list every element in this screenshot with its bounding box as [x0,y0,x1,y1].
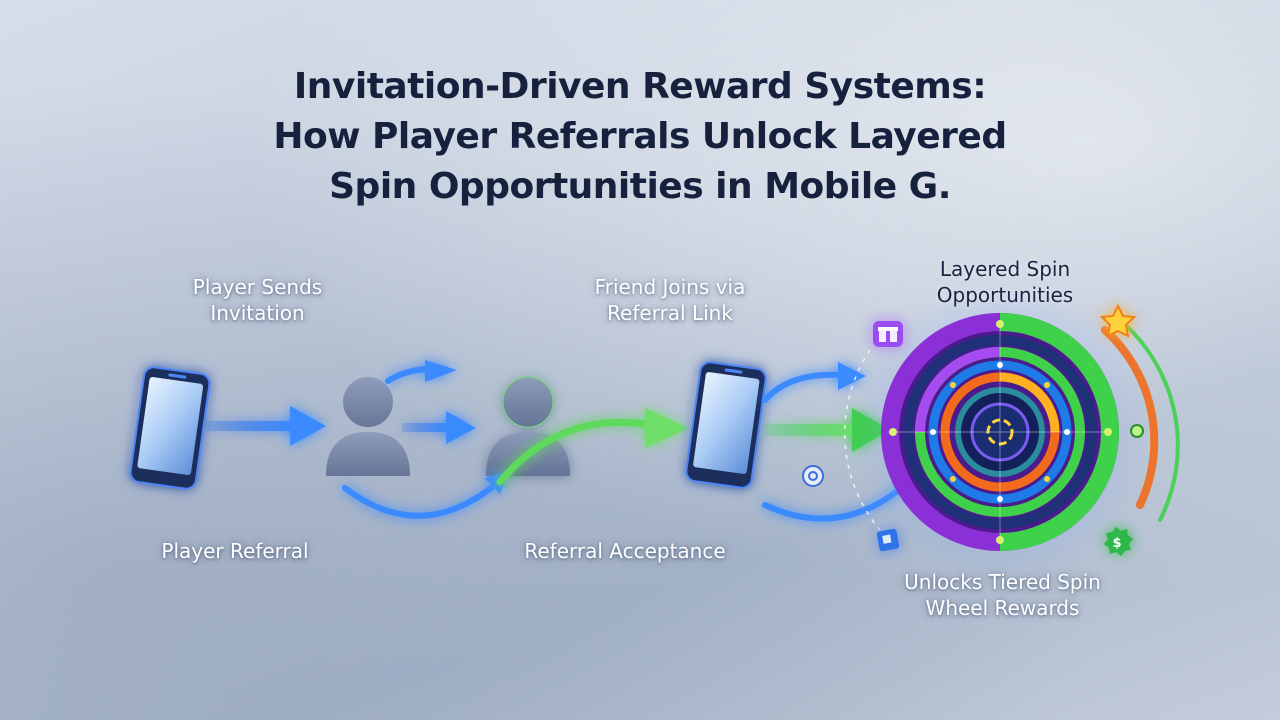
label-friend-joins: Friend Joins via Referral Link [560,274,780,326]
arrow-forward-small-top [385,360,457,384]
phone-icon [685,361,767,489]
svg-text:$: $ [1112,536,1121,551]
user-icon [326,377,410,476]
spin-wheel [843,282,1180,582]
label-line: Referral Link [607,301,733,325]
label-line: Layered Spin [939,257,1071,281]
arrow-curve-blue-top [762,362,866,403]
label-line: Invitation [210,301,305,325]
star-icon [1099,303,1137,338]
label-player-referral: Player Referral [130,538,340,564]
label-player-sends-invitation: Player Sends Invitation [160,274,355,326]
label-line: Player Sends [192,275,323,299]
label-line: Player Referral [161,539,309,563]
arrow-send-invitation [205,406,326,446]
arrow-forward-small-mid [402,411,476,444]
gift-icon [873,321,903,347]
label-line: Unlocks Tiered Spin [904,570,1101,594]
label-layered-spin: Layered Spin Opportunities [900,256,1110,308]
phone-icon [129,366,211,490]
arrow-curve-blue-lower [342,472,508,519]
ticket-icon [876,528,900,552]
label-unlocks-tiered: Unlocks Tiered Spin Wheel Rewards [880,569,1125,621]
label-referral-acceptance: Referral Acceptance [490,538,760,564]
page-title: Invitation-Driven Reward Systems: How Pl… [140,62,1140,212]
token-icon [802,465,824,487]
label-line: Referral Acceptance [524,539,726,563]
user-icon [486,376,570,476]
title-line-2: How Player Referrals Unlock Layered [273,116,1007,157]
title-line-3: Spin Opportunities in Mobile G. [329,166,951,207]
arrow-curve-green [496,408,688,486]
label-line: Friend Joins via [594,275,746,299]
title-line-1: Invitation-Driven Reward Systems: [293,66,987,107]
label-line: Opportunities [936,283,1074,307]
label-line: Wheel Rewards [925,596,1080,620]
dollar-coin-icon: $ [1104,527,1133,556]
